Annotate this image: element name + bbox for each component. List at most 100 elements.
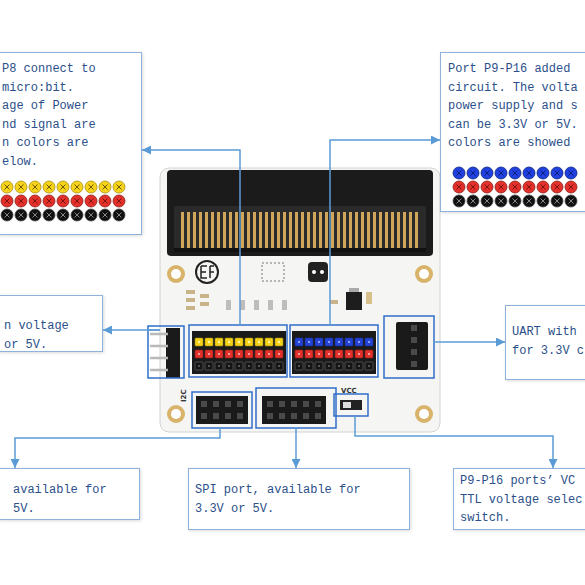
power-header bbox=[150, 345, 168, 348]
board-logo bbox=[196, 261, 328, 283]
silk-label: VCC bbox=[341, 387, 357, 395]
edge-connector-slot bbox=[167, 170, 433, 256]
power-header bbox=[150, 369, 168, 372]
p0-p8-header bbox=[192, 331, 286, 374]
voltage-regulator bbox=[349, 288, 359, 292]
p9-p16-header bbox=[294, 348, 374, 360]
callout-box: Port P9-P16 added circuit. The volta pow… bbox=[440, 52, 585, 212]
voltage-regulator bbox=[346, 292, 362, 310]
mounting-hole bbox=[167, 265, 433, 423]
leader-arrow bbox=[103, 329, 160, 331]
callout-box: n voltage or 5V. bbox=[0, 295, 103, 352]
leader-arrow bbox=[295, 432, 297, 468]
board-logo bbox=[201, 266, 214, 278]
callout-text: P8 connect to micro:bit. age of Power nd… bbox=[2, 60, 102, 171]
smd-component bbox=[186, 306, 195, 310]
uart-connector bbox=[406, 322, 418, 370]
leader-arrow bbox=[355, 432, 553, 468]
power-header bbox=[150, 334, 168, 370]
callout-text: P9-P16 ports’ VC TTL voltage selec switc… bbox=[460, 472, 585, 528]
p9-p16-header bbox=[294, 360, 374, 372]
smd-component bbox=[186, 298, 195, 302]
pcb-board bbox=[160, 168, 440, 432]
leader-arrow bbox=[142, 150, 240, 168]
callout-text: Port P9-P16 added circuit. The volta pow… bbox=[448, 60, 582, 153]
silk-label: I2C bbox=[180, 389, 188, 402]
p9-p16-header bbox=[292, 331, 376, 374]
mounting-hole bbox=[171, 409, 181, 419]
mounting-hole bbox=[419, 409, 429, 419]
power-header bbox=[150, 333, 168, 336]
board-logo bbox=[262, 263, 284, 281]
p0-p8-header bbox=[192, 331, 286, 374]
spi-header bbox=[264, 398, 324, 422]
voltage-switch bbox=[340, 400, 362, 410]
mounting-hole bbox=[171, 269, 181, 279]
leader-line bbox=[329, 168, 331, 325]
callout-text: UART with for 3.3V c bbox=[512, 323, 585, 360]
voltage-switch bbox=[340, 400, 362, 410]
p9-p16-header bbox=[294, 336, 374, 348]
smd-component bbox=[240, 300, 245, 310]
uart-connector bbox=[396, 322, 428, 370]
board-logo bbox=[312, 270, 316, 274]
i2c-header bbox=[196, 396, 248, 424]
callout-box: P8 connect to micro:bit. age of Power nd… bbox=[0, 52, 142, 235]
mounting-hole bbox=[167, 405, 185, 423]
voltage-switch bbox=[343, 402, 351, 408]
smd-component bbox=[200, 302, 209, 306]
spi-header bbox=[262, 396, 326, 424]
i2c-header bbox=[198, 398, 246, 422]
expansion-board: I2C VCC bbox=[160, 168, 440, 432]
callout-box: SPI port, available for 3.3V or 5V. bbox=[188, 468, 410, 530]
highlight-frame bbox=[189, 325, 287, 377]
highlight-frame bbox=[334, 394, 368, 416]
leader-line bbox=[295, 428, 297, 432]
mounting-hole bbox=[415, 265, 433, 283]
voltage-regulator bbox=[346, 288, 362, 310]
power-header bbox=[150, 357, 168, 360]
edge-connector-slot bbox=[180, 212, 420, 248]
callout-text: n voltage or 5V. bbox=[4, 317, 74, 354]
p9-p16-header bbox=[292, 331, 376, 374]
smd-component bbox=[200, 294, 209, 298]
mounting-hole bbox=[419, 269, 429, 279]
power-header bbox=[166, 328, 180, 378]
leader-line bbox=[148, 329, 160, 331]
smd-component bbox=[226, 300, 231, 310]
leader-line bbox=[354, 416, 356, 432]
edge-connector-slot bbox=[174, 248, 426, 252]
board-logo bbox=[320, 270, 324, 274]
highlight-frame bbox=[290, 325, 378, 377]
leader-line bbox=[148, 168, 440, 432]
highlight-frame bbox=[192, 392, 252, 428]
smd-component bbox=[282, 300, 287, 310]
uart-connector bbox=[396, 322, 428, 370]
highlight-frame bbox=[384, 316, 434, 378]
edge-connector-slot bbox=[180, 212, 420, 248]
leader-line bbox=[239, 168, 241, 325]
leader-arrow bbox=[440, 341, 505, 343]
highlight-frame bbox=[256, 388, 336, 428]
smd-component bbox=[186, 290, 195, 294]
callout-text: SPI port, available for 3.3V or 5V. bbox=[195, 481, 375, 518]
i2c-header bbox=[196, 396, 248, 424]
highlight-frame bbox=[148, 326, 184, 378]
smd-component bbox=[254, 300, 259, 310]
mounting-hole bbox=[167, 265, 185, 283]
spi-header bbox=[262, 396, 326, 424]
highlight-frame bbox=[148, 316, 434, 428]
leader-arrow bbox=[330, 140, 440, 168]
board-logo bbox=[196, 261, 218, 283]
power-header bbox=[150, 328, 180, 378]
callout-text: available for 5V. bbox=[13, 481, 123, 518]
leader-line bbox=[434, 341, 440, 343]
callout-box: P9-P16 ports’ VC TTL voltage selec switc… bbox=[453, 468, 585, 530]
callout-box: UART with for 3.3V c bbox=[505, 305, 585, 380]
p0-p8-header bbox=[194, 348, 284, 360]
edge-connector-slot bbox=[167, 170, 433, 256]
smd-component bbox=[330, 300, 338, 304]
edge-connector-slot bbox=[174, 206, 426, 252]
smd-component bbox=[268, 300, 273, 310]
